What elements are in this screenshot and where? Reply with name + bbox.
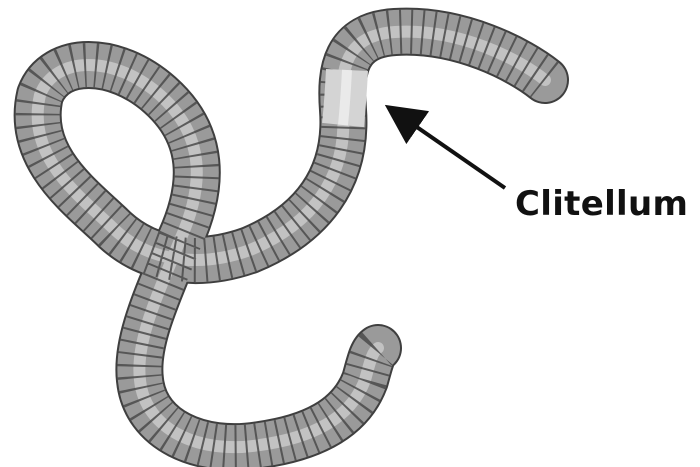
earthworm	[38, 32, 545, 448]
clitellum-shading	[343, 70, 347, 125]
clitellum-arrow	[398, 114, 505, 188]
clitellum-label: Clitellum	[515, 184, 688, 224]
